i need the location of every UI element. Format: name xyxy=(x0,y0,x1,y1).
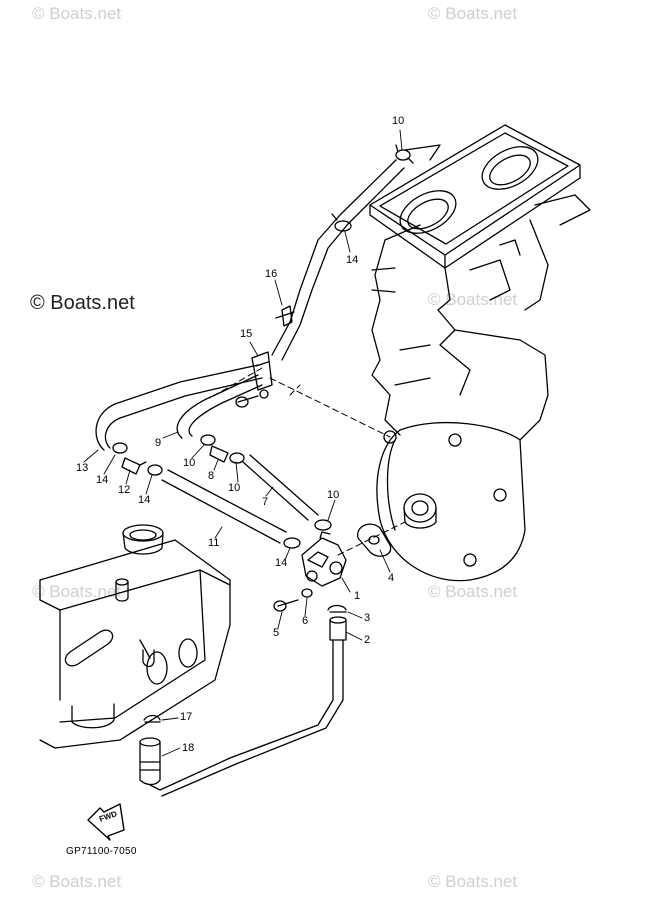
callout-14-left: 14 xyxy=(96,474,109,486)
watermark-middle-left: © Boats.net xyxy=(30,292,135,314)
callout-2: 2 xyxy=(364,634,371,646)
callout-3: 3 xyxy=(364,612,371,624)
watermark-top-left: © Boats.net xyxy=(32,4,122,23)
callout-17: 17 xyxy=(180,711,193,723)
callout-11: 11 xyxy=(208,537,220,549)
engine-block xyxy=(369,124,591,582)
watermark-top-right: © Boats.net xyxy=(428,4,518,23)
watermark-bottom-left: © Boats.net xyxy=(32,872,122,891)
callout-12: 12 xyxy=(118,484,131,496)
callout-18: 18 xyxy=(182,742,195,754)
callout-6: 6 xyxy=(302,615,309,627)
callout-7: 7 xyxy=(262,496,269,508)
callout-9: 9 xyxy=(155,437,162,449)
callout-15: 15 xyxy=(240,328,253,340)
callout-14-top: 14 xyxy=(346,254,359,266)
watermark-bottom-right: © Boats.net xyxy=(428,872,518,891)
callout-5: 5 xyxy=(273,627,280,639)
callout-4: 4 xyxy=(388,572,395,584)
small-parts xyxy=(112,144,414,786)
callout-10-mid: 10 xyxy=(183,457,196,469)
watermark-middle-right: © Boats.net xyxy=(428,290,518,309)
watermark-lower-right: © Boats.net xyxy=(428,582,518,601)
callout-16: 16 xyxy=(265,268,278,280)
fwd-arrow-icon xyxy=(87,803,125,841)
label-leaders xyxy=(83,129,403,757)
callout-10-right: 10 xyxy=(228,482,241,494)
leader-lines xyxy=(209,367,406,556)
callout-10-top: 10 xyxy=(392,115,405,127)
watermark-lower-left: © Boats.net xyxy=(32,582,122,601)
callout-8: 8 xyxy=(208,470,215,482)
diagram-code: GP71100-7050 xyxy=(66,846,137,857)
callout-14-pump: 14 xyxy=(275,557,288,569)
callout-14-mid: 14 xyxy=(138,494,151,506)
callout-10-pump: 10 xyxy=(327,489,340,501)
callout-13: 13 xyxy=(76,462,89,474)
fuel-tank xyxy=(39,524,231,749)
callout-1: 1 xyxy=(354,590,361,602)
